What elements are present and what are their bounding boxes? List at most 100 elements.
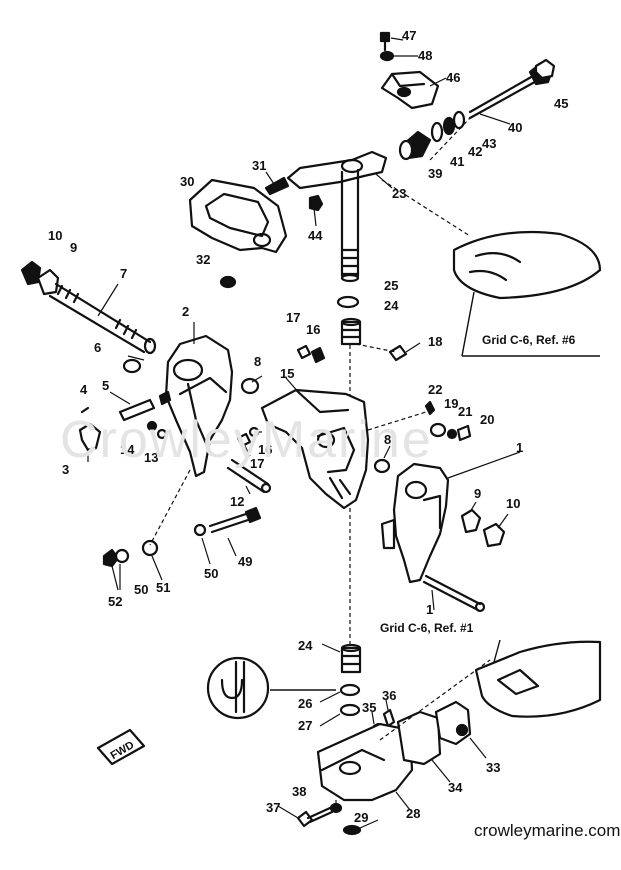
callout-49: 49 [238, 554, 252, 569]
callout-16: 16 [306, 322, 320, 337]
washer-42 [442, 116, 456, 136]
callout-20: 20 [480, 412, 494, 427]
callout-39: 39 [428, 166, 442, 181]
callout-leaders [87, 37, 521, 829]
lever-3 [78, 422, 102, 452]
part-20 [456, 424, 472, 442]
callout-7: 7 [120, 266, 127, 281]
washer-50-upper [193, 523, 207, 537]
bolt-1-right [422, 574, 486, 613]
callout-21: 21 [458, 404, 472, 419]
callout-42: 42 [468, 144, 482, 159]
callout-52: 52 [108, 594, 122, 609]
callout-31: 31 [252, 158, 266, 173]
callout-26: 26 [298, 696, 312, 711]
callout-48: 48 [418, 48, 432, 63]
bolt-5 [118, 398, 156, 422]
inset-detail [206, 656, 270, 720]
transom-lower [474, 640, 602, 718]
callout-10: 10 [48, 228, 62, 243]
callout-1: 1 [426, 602, 433, 617]
washer-25 [336, 295, 360, 309]
callout-19: 19 [444, 396, 458, 411]
leader-lines [149, 117, 491, 741]
callout-47: 47 [402, 28, 416, 43]
bushing-24-lower [340, 643, 362, 674]
part-17-top [296, 344, 312, 360]
callout-23: 23 [392, 186, 406, 201]
callout-3: 3 [62, 462, 69, 477]
bushing-24-upper [340, 317, 362, 346]
washer-27 [339, 703, 361, 717]
callout-15: 15 [280, 366, 294, 381]
swivel-bracket-15 [260, 388, 370, 510]
callout-16: 16 [258, 442, 272, 457]
callout-25: 25 [384, 278, 398, 293]
part-33 [434, 700, 472, 746]
callout-9: 9 [70, 240, 77, 255]
grid-ref-upper: Grid C-6, Ref. #6 [482, 333, 576, 347]
callout-30: 30 [180, 174, 194, 189]
callout-50: 50 [134, 582, 148, 597]
bolt-31 [264, 176, 290, 196]
part-17-mid [236, 432, 252, 448]
callout-33: 33 [486, 760, 500, 775]
callout-44: 44 [308, 228, 323, 243]
callout-8: 8 [254, 354, 261, 369]
callout-46: 46 [446, 70, 460, 85]
callout-35: 35 [362, 700, 376, 715]
bolt-49 [208, 506, 262, 534]
bolt-47 [379, 31, 391, 52]
part-29 [342, 824, 362, 836]
callout-27: 27 [298, 718, 312, 733]
callout-9: 9 [474, 486, 481, 501]
callout-14: 14 [120, 442, 135, 457]
callout-45: 45 [554, 96, 568, 111]
nut-32 [219, 275, 237, 289]
part-19 [429, 422, 447, 438]
washer-26 [339, 683, 361, 697]
callout-38: 38 [292, 784, 306, 799]
callout-37: 37 [266, 800, 280, 815]
callout-12: 12 [230, 494, 244, 509]
callout-5: 5 [102, 378, 109, 393]
part-14 [146, 420, 158, 432]
callout-29: 29 [354, 810, 368, 825]
fwd-arrow [96, 728, 146, 766]
washer-50-lower [114, 548, 130, 564]
callout-17: 17 [250, 456, 264, 471]
callout-2: 2 [182, 304, 189, 319]
washer-9-right [460, 508, 482, 534]
part-13 [156, 428, 168, 440]
callout-4: 4 [80, 382, 88, 397]
callout-10: 10 [506, 496, 520, 511]
nut-44 [308, 194, 324, 212]
callout-13: 13 [144, 450, 158, 465]
part-21 [446, 428, 458, 440]
lower-mount-28 [316, 722, 414, 802]
callout-24: 24 [298, 638, 313, 653]
connector-lines [270, 291, 600, 691]
callout-24: 24 [384, 298, 399, 313]
callout-51: 51 [156, 580, 170, 595]
part-22 [424, 400, 436, 416]
grid-ref-lower: Grid C-6, Ref. #1 [380, 621, 474, 635]
callout-18: 18 [428, 334, 442, 349]
nut-10-right [482, 522, 506, 548]
callout-28: 28 [406, 806, 420, 821]
clamp-bracket-2 [164, 334, 234, 478]
pin-12 [226, 458, 272, 494]
washer-6 [122, 358, 142, 374]
footer-url: crowleymarine.com [474, 821, 620, 840]
part-18 [388, 344, 408, 362]
washer-9-left [36, 268, 60, 296]
bolt-37 [296, 806, 334, 828]
callout-34: 34 [448, 780, 463, 795]
part-16-top [310, 346, 326, 364]
transom-upper [452, 230, 602, 300]
callout-8: 8 [384, 432, 391, 447]
nut-10-left [20, 260, 42, 286]
callout-6: 6 [94, 340, 101, 355]
